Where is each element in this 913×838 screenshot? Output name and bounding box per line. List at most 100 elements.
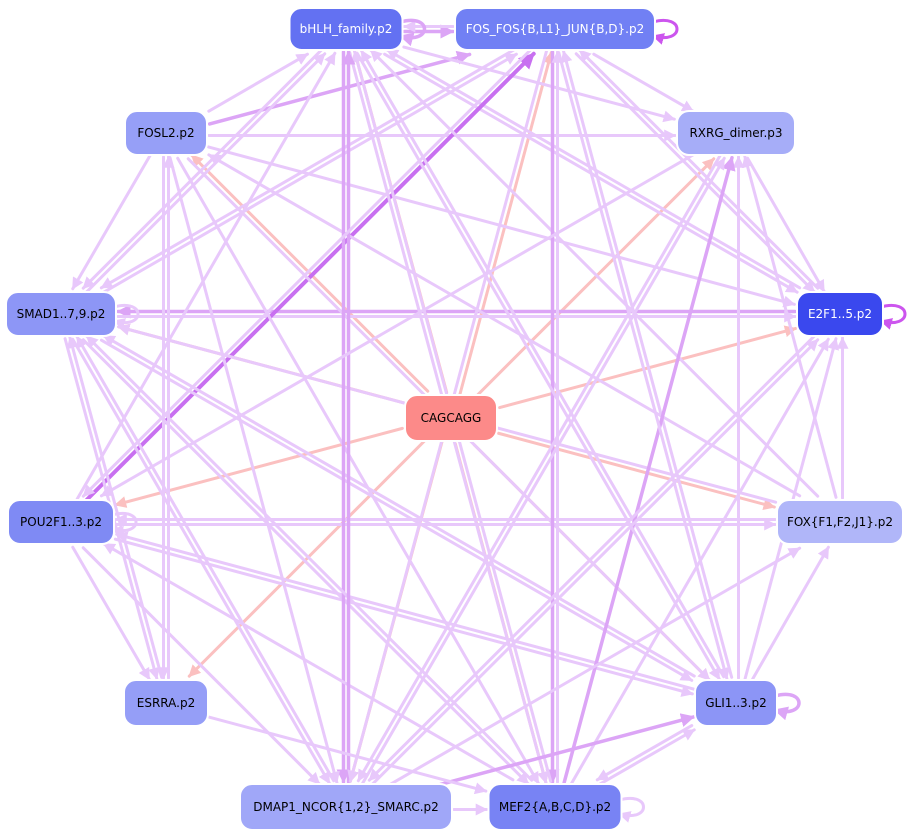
edge-dmap-to-e2f [371, 338, 820, 786]
edges-layer [63, 20, 849, 816]
node-label: bHLH_family.p2 [300, 22, 393, 36]
edge-bhlh-to-gli [355, 51, 721, 681]
edge-smad-to-mef2 [81, 338, 530, 786]
edge-smad-to-gli [99, 338, 694, 682]
edge-pou-to-fos [84, 51, 536, 502]
edge-center-to-fosl2 [190, 153, 430, 393]
edge-gli-to-bhlh [359, 49, 726, 679]
self-loops-layer [110, 18, 907, 823]
edge-fos-to-pou [81, 48, 532, 498]
node-box [123, 679, 209, 727]
node-box [124, 110, 208, 156]
edge-fosl2-to-e2f [206, 145, 796, 308]
edge-dmap-to-rxrg [361, 156, 726, 785]
edge-fosl2-to-fos [207, 50, 472, 126]
edge-esrra-to-smad [66, 335, 164, 679]
node-label: FOSL2.p2 [137, 126, 194, 140]
edge-center-to-fox [496, 431, 776, 511]
edge-fos-to-e2f [574, 52, 816, 294]
edge-rxrg-to-pou [99, 153, 695, 498]
edge-gli-to-fox [751, 545, 830, 681]
node-fox[interactable]: FOX{F1,F2,J1}.p2 [776, 499, 904, 545]
edge-fox-to-bhlh [369, 48, 820, 498]
edge-mef2-to-e2f [570, 337, 830, 785]
node-label: DMAP1_NCOR{1,2}_SMARC.p2 [253, 800, 439, 814]
self-loop-fos [651, 18, 679, 45]
edge-fosl2-to-bhlh [207, 52, 309, 113]
node-label: CAGCAGG [421, 411, 482, 425]
edge-mef2-to-rxrg [562, 155, 736, 785]
edge-pou-to-esrra [71, 545, 151, 681]
edge-fos-to-smad [99, 48, 516, 290]
node-mef2[interactable]: MEF2{A,B,C,D}.p2 [487, 783, 623, 831]
node-esrra[interactable]: ESRRA.p2 [123, 679, 209, 727]
node-label: FOX{F1,F2,J1}.p2 [787, 515, 893, 529]
edge-mef2-to-pou [102, 542, 515, 782]
node-label: RXRG_dimer.p3 [689, 126, 782, 140]
edge-dmap-to-smad [75, 335, 336, 783]
edge-center-to-fos [458, 51, 555, 396]
self-loop-gli [773, 692, 801, 721]
edge-mef2-to-smad [85, 334, 534, 782]
node-box [487, 783, 623, 831]
edge-esrra-to-mef2 [207, 715, 488, 795]
node-e2f[interactable]: E2F1..5.p2 [796, 291, 884, 337]
edge-dmap-to-gli [438, 713, 696, 787]
edge-fox-to-rxrg [741, 154, 838, 499]
node-gli[interactable]: GLI1..3.p2 [694, 679, 778, 727]
edge-gli-to-mef2 [595, 724, 694, 782]
edge-fos-to-gli [557, 51, 730, 681]
node-label: MEF2{A,B,C,D}.p2 [499, 800, 611, 814]
node-pou[interactable]: POU2F1..3.p2 [7, 499, 115, 545]
edge-rxrg-to-dmap [356, 154, 722, 783]
node-box [7, 499, 115, 545]
node-bhlh[interactable]: bHLH_family.p2 [288, 7, 404, 51]
edge-smad-to-fos [102, 52, 518, 294]
node-box [239, 783, 453, 831]
edge-mef2-to-gli [598, 728, 696, 786]
node-label: POU2F1..3.p2 [20, 515, 102, 529]
node-box [776, 499, 904, 545]
node-box [676, 110, 796, 156]
node-fos[interactable]: FOS_FOS{B,L1}_JUN{B,D}.p2 [454, 7, 656, 51]
self-loop-mef2 [618, 796, 645, 823]
node-rxrg[interactable]: RXRG_dimer.p3 [676, 110, 796, 156]
edge-fosl2-to-dmap [168, 156, 340, 785]
edge-fosl2-to-smad [71, 154, 152, 291]
edge-pou-to-bhlh [75, 51, 337, 501]
edge-smad-to-bhlh [85, 52, 327, 294]
edge-center-to-esrra [187, 439, 426, 678]
edge-rxrg-to-e2f [746, 156, 826, 293]
node-center[interactable]: CAGCAGG [404, 394, 498, 442]
edge-fos-to-rxrg [592, 52, 695, 113]
node-box [694, 679, 778, 727]
node-box [288, 7, 404, 51]
node-label: ESRRA.p2 [137, 696, 195, 710]
self-loop-e2f [879, 303, 907, 330]
edge-e2f-to-dmap [367, 334, 816, 782]
self-loop-pou [110, 511, 138, 538]
nodes-layer: bHLH_family.p2 FOS_FOS{B,L1}_JUN{B,D}.p2F… [5, 7, 904, 831]
node-label: GLI1..3.p2 [705, 696, 767, 710]
node-label: FOS_FOS{B,L1}_JUN{B,D}.p2 [466, 22, 645, 36]
node-fosl2[interactable]: FOSL2.p2 [124, 110, 208, 156]
edge-bhlh-to-smad [81, 48, 323, 290]
edge-fox-to-fosl2 [207, 153, 802, 498]
node-box [796, 291, 884, 337]
node-label: E2F1..5.p2 [808, 307, 872, 321]
edge-gli-to-fos [560, 49, 734, 679]
self-loop-smad [112, 303, 140, 330]
edge-dmap-to-fox [389, 546, 802, 786]
node-smad[interactable]: SMAD1..7,9.p2 [5, 291, 117, 337]
node-dmap[interactable]: DMAP1_NCOR{1,2}_SMARC.p2 [239, 783, 453, 831]
node-box [5, 291, 117, 337]
edge-e2f-to-fos [578, 48, 820, 290]
node-label: SMAD1..7,9.p2 [17, 307, 106, 321]
self-loop-bhlh [399, 18, 427, 47]
edge-gli-to-smad [102, 334, 696, 678]
edge-smad-to-dmap [71, 337, 331, 785]
node-box [454, 7, 656, 51]
node-box [404, 394, 498, 442]
edge-pou-to-dmap [81, 546, 321, 786]
